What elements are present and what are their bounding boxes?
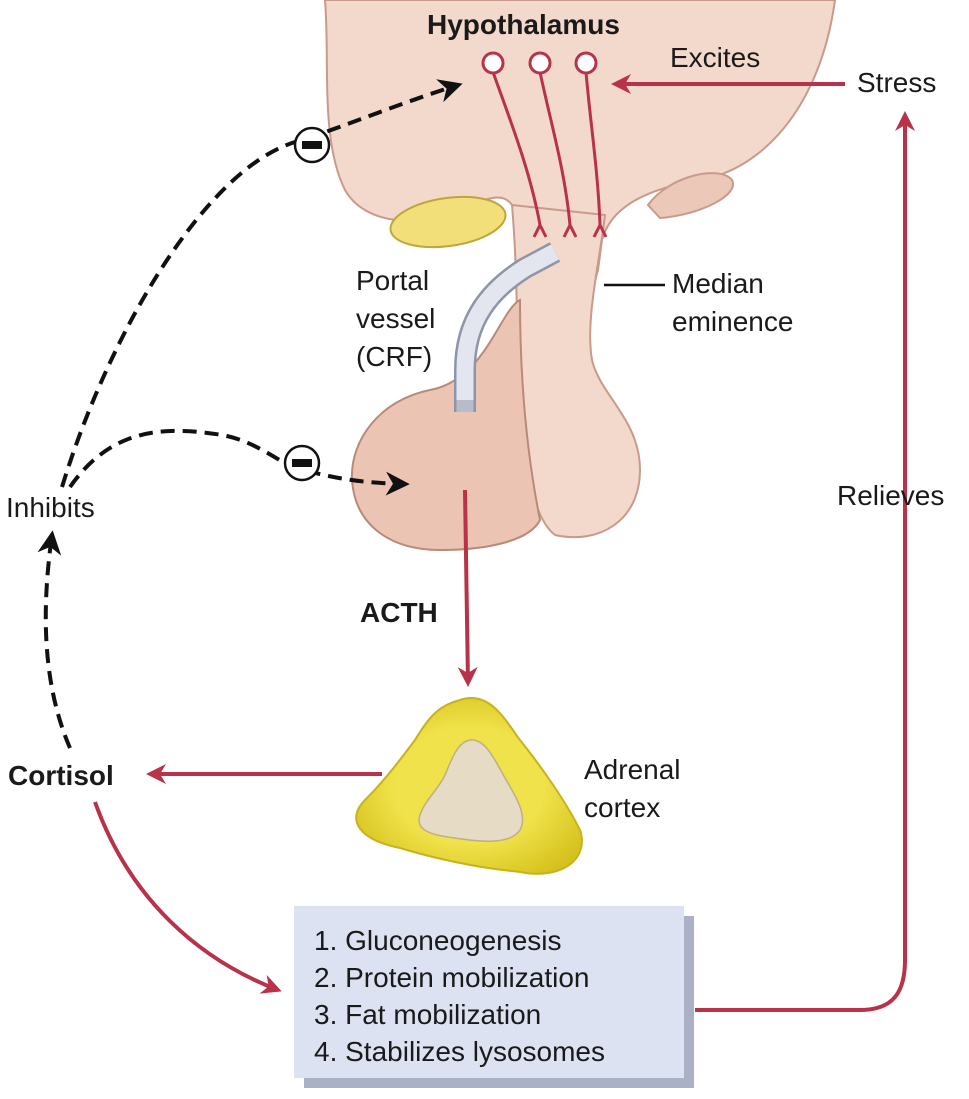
inhibit-hypothalamus-arrow [60,79,463,488]
anterior-pituitary [350,298,542,552]
adrenal-cortex-label-2: cortex [584,792,660,823]
cortisol-to-inhibits-arrow [37,530,72,749]
minus-sign-pituitary [283,444,321,482]
relieves-label: Relieves [837,480,944,511]
relieves-arrow [695,111,915,1012]
effect-stabilizes-lysosomes: 4. Stabilizes lysosomes [314,1036,606,1067]
inhibits-label: Inhibits [6,492,95,523]
effect-protein-mobilization: 2. Protein mobilization [314,962,590,993]
effects-list: 1. Gluconeogenesis 2. Protein mobilizati… [314,922,684,1070]
adrenal-cortex-label-1: Adrenal [584,754,681,785]
adrenal-cortex-shape [355,697,583,875]
optic-chiasm [389,195,507,249]
effect-gluconeogenesis: 1. Gluconeogenesis [314,925,562,956]
cortisol-label: Cortisol [8,760,114,791]
portal-vessel-label-2: vessel [356,303,435,334]
dashed-inhibition-arrows [37,79,463,749]
crf-neurons [481,51,608,238]
portal-vessel-label-3: (CRF) [356,341,432,372]
hypothalamus-label: Hypothalamus [427,9,620,40]
effect-fat-mobilization: 3. Fat mobilization [314,999,542,1030]
portal-vessel-label-1: Portal [356,265,429,296]
inhibit-pituitary-arrow [68,428,410,496]
minus-sign-hypothalamus [293,126,331,164]
median-eminence-label-2: eminence [672,306,793,337]
cortisol-to-effects-arrow [93,801,282,994]
excites-label: Excites [670,42,760,73]
red-arrows [93,74,915,1012]
acth-arrow [457,489,478,687]
median-eminence-label-1: Median [672,268,764,299]
acth-label: ACTH [360,597,438,628]
stress-label: Stress [857,67,936,98]
cortisol-effects-box: 1. Gluconeogenesis 2. Protein mobilizati… [294,906,684,1078]
